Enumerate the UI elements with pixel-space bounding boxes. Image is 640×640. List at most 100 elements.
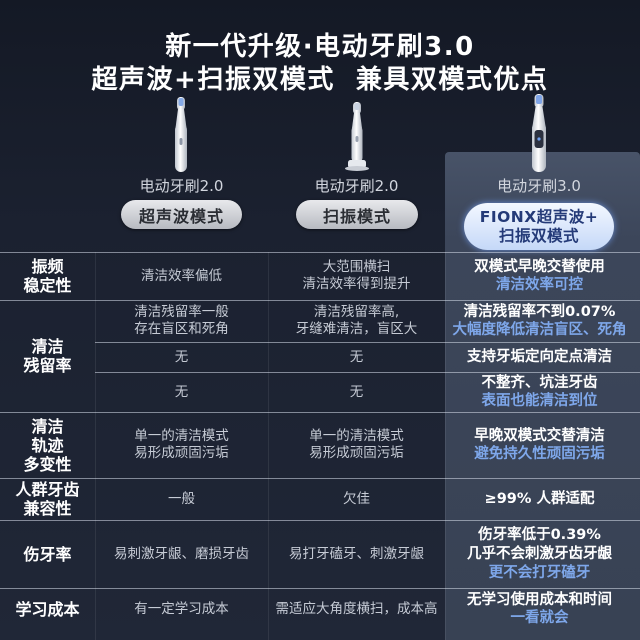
cell-text: 有一定学习成本: [134, 600, 229, 617]
cell-text: 需适应大角度横扫，成本高: [275, 600, 438, 617]
product-name-fionx: 电动牙刷3.0: [497, 177, 581, 195]
status-light: [537, 137, 541, 141]
cell-accent-text: 更不会打牙磕牙: [488, 564, 591, 581]
row-label-line: 伤牙率: [23, 544, 72, 564]
mode-pill-fionx: FIONX超声波+ 扫振双模式: [464, 203, 614, 250]
mode-pill-ultrasonic: 超声波模式: [121, 200, 242, 229]
cell-ultrasonic: 无: [95, 342, 268, 372]
cell-ultrasonic: 有一定学习成本: [95, 588, 268, 630]
cell-accent-text: 避免持久性顽固污垢: [474, 446, 605, 462]
row-divider: [0, 588, 640, 589]
cell-fionx: 不整齐、坑洼牙齿 表面也能清洁到位: [442, 372, 637, 412]
charging-stand: [348, 160, 366, 168]
cell-highlight-text: ≥99% 人群适配: [484, 491, 595, 507]
cell-sweep: 清洁残留率高, 牙缝难清洁，盲区大: [268, 300, 445, 342]
column-divider: [95, 252, 96, 640]
row-label-line: 兼容性: [23, 499, 72, 518]
cell-text: 单一的清洁模式: [309, 428, 404, 444]
cell-fionx: ≥99% 人群适配: [442, 478, 637, 520]
cell-text: 存在盲区和死角: [134, 321, 229, 337]
cell-highlight-text: 支持牙垢定向定点清洁: [467, 349, 612, 365]
cell-fionx: 无学习使用成本和时间 一看就会: [442, 588, 637, 630]
cell-text: 清洁效率得到提升: [302, 276, 411, 292]
row-label-line: 多变性: [23, 454, 72, 474]
toothbrush-ultrasonic-icon: [175, 97, 187, 172]
cell-accent-text: 大幅度降低清洁盲区、死角: [452, 322, 627, 338]
row-label-cleaning-residue: 清洁 残留率: [0, 300, 95, 412]
cell-text: 大范围横扫: [322, 259, 391, 275]
row-label-line: 轨迹: [31, 435, 64, 455]
row-divider: [0, 300, 640, 301]
toothbrush-fionx-icon: [532, 94, 546, 172]
row-divider: [0, 252, 640, 253]
cell-fionx: 早晚双模式交替清洁 避免持久性顽固污垢: [442, 412, 637, 478]
cell-fionx: 支持牙垢定向定点清洁: [442, 342, 637, 372]
cell-text: 无: [174, 383, 189, 400]
cell-ultrasonic: 清洁效率偏低: [95, 252, 268, 300]
row-label-cleaning-trajectory: 清洁 轨迹 多变性: [0, 412, 95, 478]
bristles: [536, 95, 542, 104]
bristles: [178, 98, 184, 106]
cell-sweep: 易打牙磕牙、刺激牙龈: [268, 520, 445, 588]
cell-highlight-text: 早晚双模式交替清洁: [474, 428, 605, 444]
brush-handle: [351, 125, 363, 163]
mode-pill-label: FIONX超声波+: [479, 207, 599, 226]
cell-sweep: 无: [268, 342, 445, 372]
cell-ultrasonic: 易刺激牙龈、磨损牙齿: [95, 520, 268, 588]
cell-highlight-text: 几乎不会刺激牙齿牙龈: [467, 545, 612, 562]
cell-ultrasonic: 单一的清洁模式 易形成顽固污垢: [95, 412, 268, 478]
cell-sweep: 单一的清洁模式 易形成顽固污垢: [268, 412, 445, 478]
cell-text: 清洁残留率一般: [134, 304, 229, 320]
subrow-divider: [95, 372, 640, 373]
cell-accent-text: 表面也能清洁到位: [481, 393, 598, 409]
cell-highlight-text: 清洁残留率不到0.07%: [463, 304, 616, 320]
row-label-line: 清洁: [31, 416, 64, 436]
cell-highlight-text: 双模式早晚交替使用: [474, 259, 605, 275]
row-label-line: 学习成本: [15, 599, 80, 619]
page-subtitle: 超声波+扫振双模式 兼具双模式优点: [91, 65, 549, 95]
row-label-line: 清洁: [31, 337, 64, 356]
row-divider: [0, 478, 640, 479]
bristles: [354, 103, 360, 110]
cell-sweep: 大范围横扫 清洁效率得到提升: [268, 252, 445, 300]
cell-ultrasonic: 一般: [95, 478, 268, 520]
cell-ultrasonic: 清洁残留率一般 存在盲区和死角: [95, 300, 268, 342]
column-divider: [445, 252, 446, 640]
row-divider: [0, 412, 640, 413]
cell-text: 易形成顽固污垢: [134, 445, 229, 461]
row-label-tooth-damage-rate: 伤牙率: [0, 520, 95, 588]
cell-text: 清洁残留率高,: [313, 304, 400, 320]
cell-accent-text: 一看就会: [510, 610, 569, 626]
stand-base: [345, 166, 369, 171]
cell-text: 易打牙磕牙、刺激牙龈: [289, 545, 424, 562]
cell-fionx: 双模式早晚交替使用 清洁效率可控: [442, 252, 637, 300]
cell-text: 清洁效率偏低: [141, 267, 222, 284]
mode-pill-label: 超声波模式: [138, 206, 224, 226]
cell-text: 无: [174, 348, 189, 365]
cell-highlight-text: 无学习使用成本和时间: [467, 592, 612, 608]
cell-highlight-text: 伤牙率低于0.39%: [478, 526, 601, 543]
brush-handle: [175, 124, 187, 172]
row-label-line: 人群牙齿: [15, 480, 80, 499]
column-divider: [268, 252, 269, 640]
row-divider: [0, 520, 640, 521]
brush-neck: [532, 107, 546, 126]
cell-ultrasonic: 无: [95, 372, 268, 412]
row-label-population-compatibility: 人群牙齿 兼容性: [0, 478, 95, 520]
row-label-line: 残留率: [23, 356, 72, 375]
brush-neck: [352, 113, 362, 128]
row-label-line: 稳定性: [23, 276, 72, 295]
cell-sweep: 需适应大角度横扫，成本高: [268, 588, 445, 630]
row-label-line: 振频: [31, 257, 64, 276]
toothbrush-sweep-icon: [345, 102, 369, 171]
brush-neck: [175, 109, 187, 128]
product-name-ultrasonic: 电动牙刷2.0: [139, 177, 224, 195]
mode-pill-label: 扫振双模式: [498, 226, 579, 245]
power-button: [179, 138, 183, 145]
cell-text: 无: [349, 348, 364, 365]
cell-highlight-text: 不整齐、坑洼牙齿: [481, 375, 598, 391]
cell-text: 单一的清洁模式: [134, 428, 229, 444]
cell-fionx: 清洁残留率不到0.07% 大幅度降低清洁盲区、死角: [442, 300, 637, 342]
cell-accent-text: 清洁效率可控: [496, 277, 583, 293]
mode-pill-sweep: 扫振模式: [296, 200, 418, 229]
